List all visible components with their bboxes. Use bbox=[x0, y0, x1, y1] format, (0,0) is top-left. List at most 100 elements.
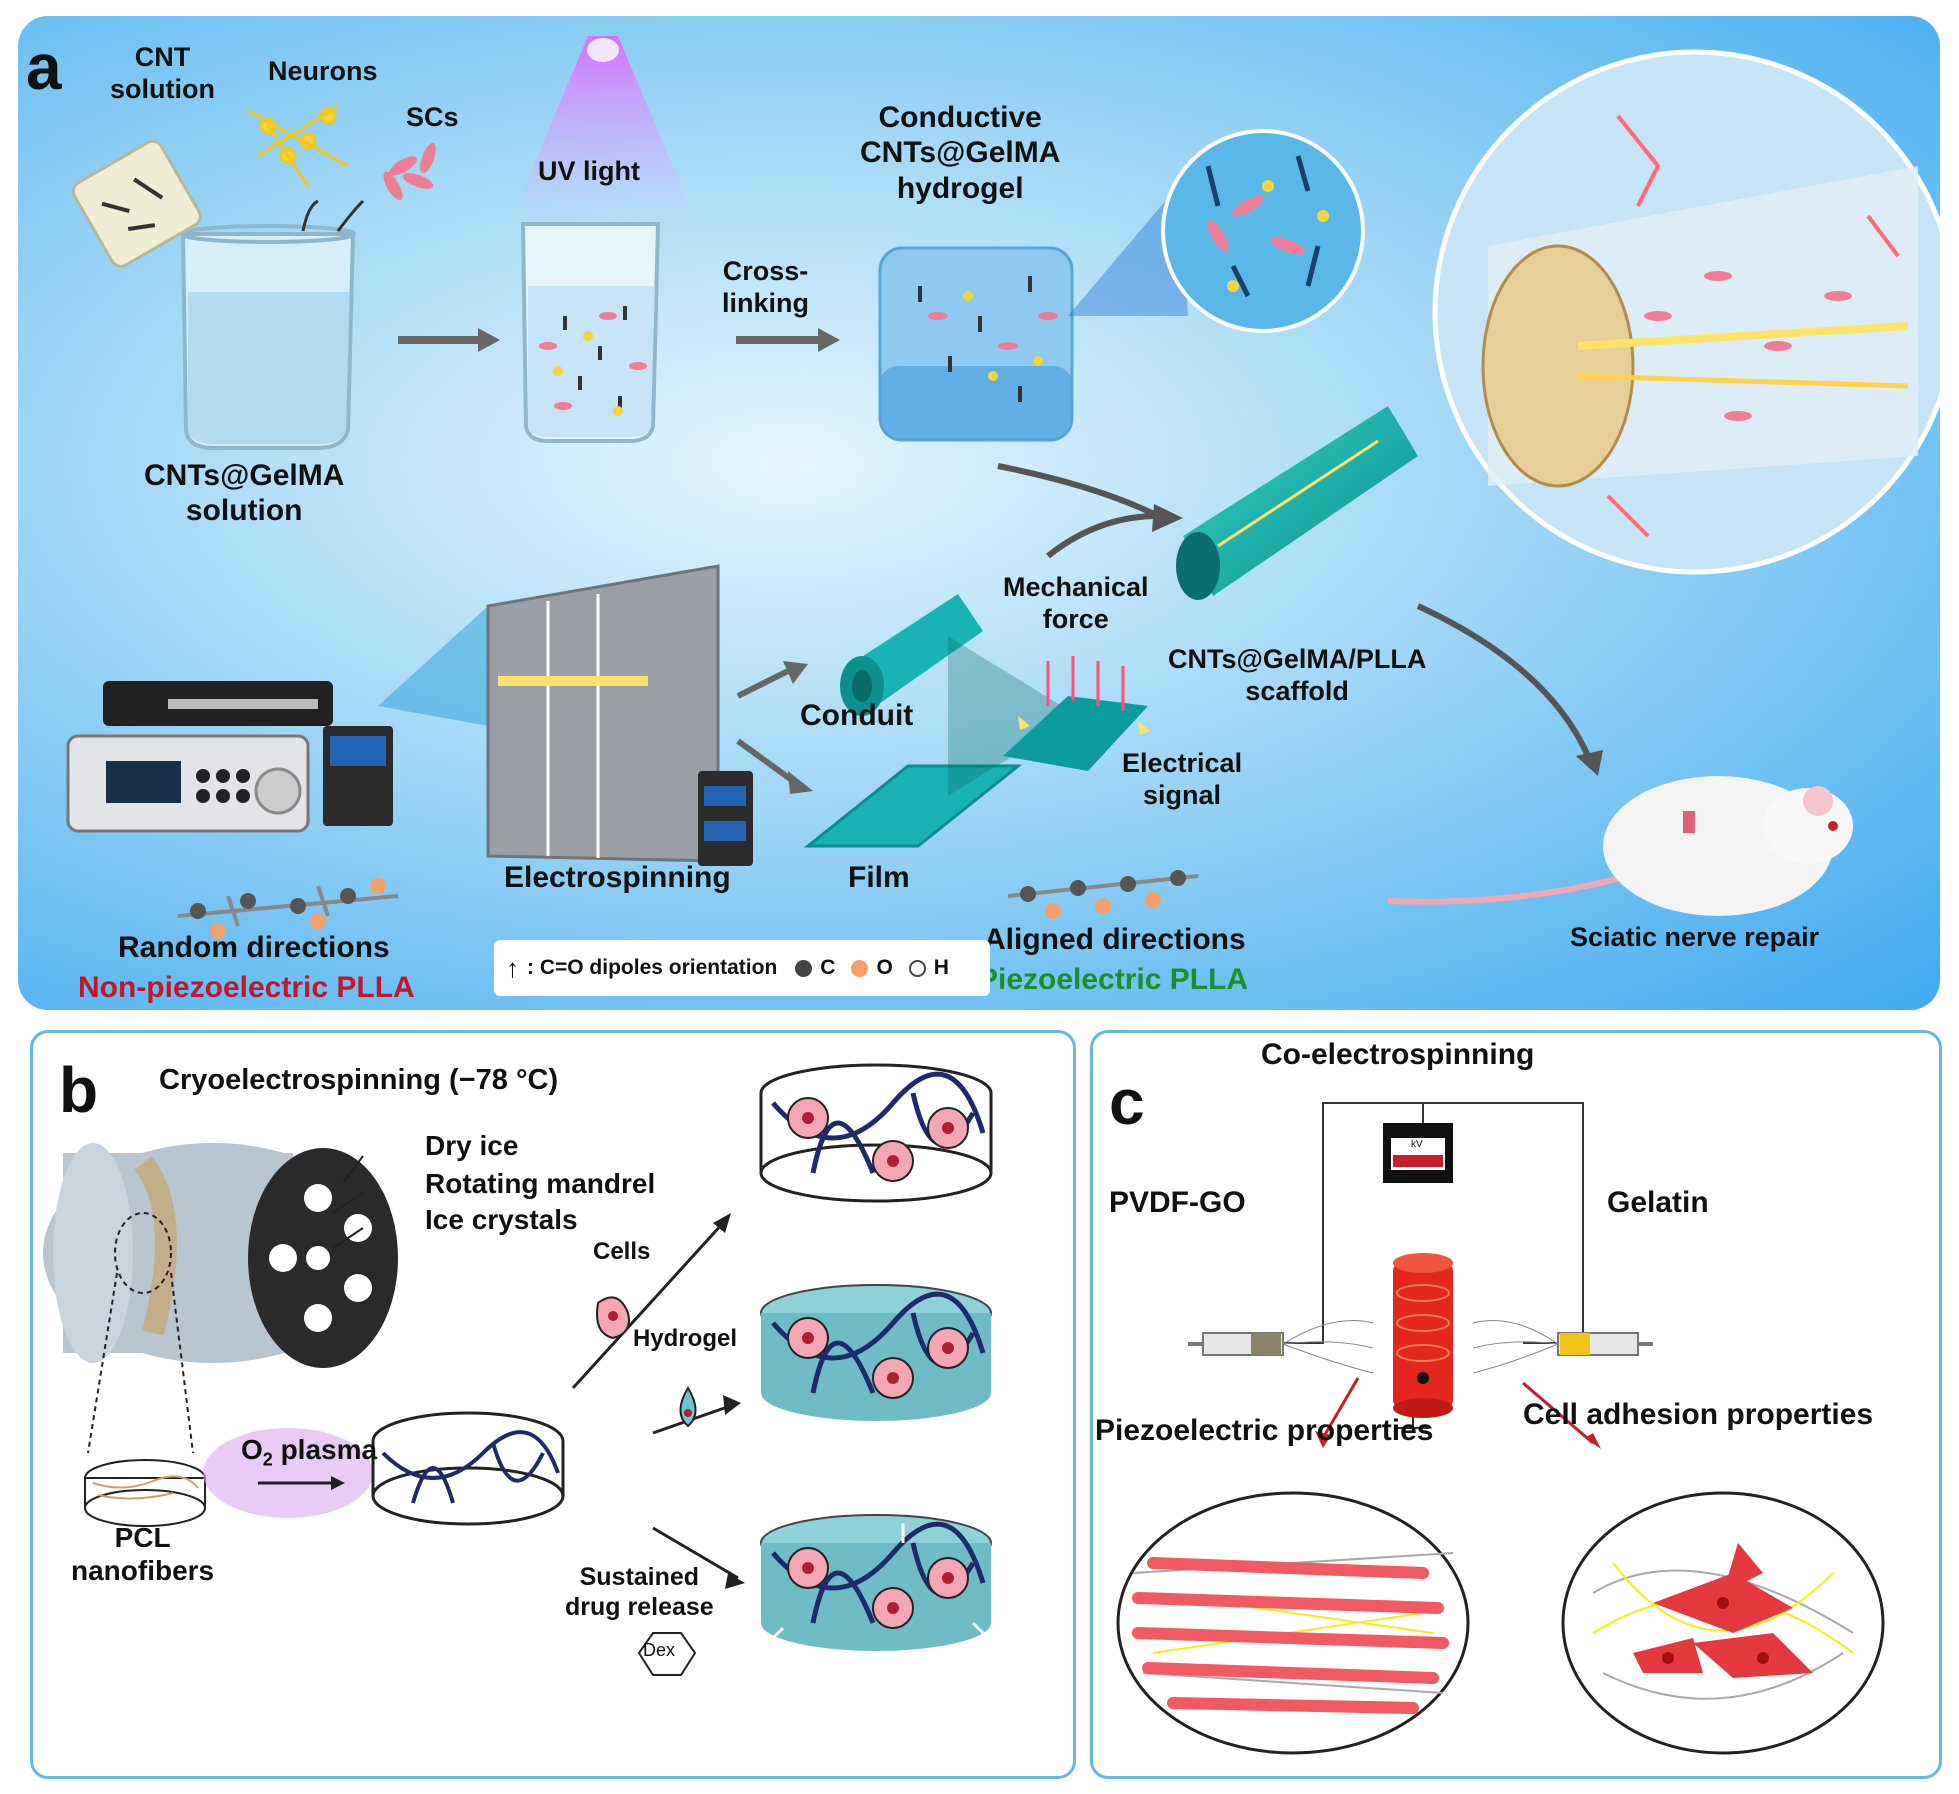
label-ice-crystals: Ice crystals bbox=[425, 1204, 578, 1235]
o2-plasma-sub: 2 bbox=[262, 1449, 273, 1470]
syringe-right bbox=[1557, 1332, 1653, 1356]
label-cell-adhesion: Cell adhesion properties bbox=[1523, 1398, 1874, 1431]
label-scs: SCs bbox=[406, 102, 459, 132]
molecule-random bbox=[177, 878, 399, 939]
label-sustained: Sustained drug release bbox=[565, 1563, 714, 1621]
label-sciatic: Sciatic nerve repair bbox=[1570, 922, 1820, 952]
label-co-electrospinning: Co-electrospinning bbox=[1261, 1038, 1535, 1071]
aligned-fiber-mat bbox=[1003, 656, 1150, 771]
label-o2-plasma: O2 plasma bbox=[241, 1433, 377, 1471]
label-dex: Dex bbox=[643, 1640, 676, 1660]
conduit-tube bbox=[840, 594, 983, 716]
dish-hydrogel bbox=[760, 1284, 992, 1421]
gelma-beaker bbox=[180, 224, 356, 450]
label-gelatin: Gelatin bbox=[1607, 1186, 1709, 1219]
label-pointer-lines bbox=[332, 1155, 364, 1249]
label-neurons: Neurons bbox=[268, 56, 378, 86]
arrows-products bbox=[736, 668, 795, 784]
power-supply-a1 bbox=[323, 726, 393, 826]
dex-hexagon-icon bbox=[637, 1632, 697, 1676]
syringe-left bbox=[1188, 1332, 1284, 1356]
oxygen-dot-icon bbox=[851, 959, 869, 977]
legend-h: H bbox=[933, 956, 949, 979]
film-sheet bbox=[803, 764, 1023, 848]
label-kv: kV bbox=[1411, 1139, 1423, 1150]
dipole-arrow-icon: ↑ bbox=[506, 952, 519, 983]
hydrogel-drop-icon bbox=[679, 1386, 697, 1428]
label-cryo-title: Cryoelectrospinning (−78 °C) bbox=[159, 1064, 559, 1096]
molecule-aligned bbox=[1007, 870, 1199, 919]
scaffold-conduit bbox=[1176, 406, 1418, 600]
label-cells: Cells bbox=[593, 1238, 651, 1265]
panel-a: a CNT solution Neurons SCs UV light Cros… bbox=[18, 16, 1940, 1010]
label-aligned-directions: Aligned directions bbox=[984, 923, 1246, 956]
panel-letter-b: b bbox=[59, 1054, 99, 1126]
panel-letter-c: c bbox=[1109, 1066, 1145, 1138]
dish-cells bbox=[759, 1063, 993, 1203]
branch-arrows bbox=[571, 1221, 739, 1580]
carbon-dot-icon bbox=[795, 959, 813, 977]
zoom-cone-2 bbox=[948, 636, 1078, 796]
cell-icon bbox=[596, 1296, 630, 1340]
hydrogel-zoom-circle bbox=[1161, 129, 1365, 333]
panel-b: b Cryoelectrospinning (−78 °C) Dry ice R… bbox=[30, 1030, 1076, 1779]
label-film: Film bbox=[848, 861, 910, 894]
label-pvdf-go: PVDF-GO bbox=[1109, 1186, 1246, 1219]
plasma-arrow bbox=[203, 1428, 373, 1518]
label-cross-linking: Cross- linking bbox=[722, 256, 809, 318]
neurons-cluster bbox=[247, 104, 349, 187]
voltmeter-icon bbox=[1383, 1123, 1453, 1183]
label-gelma-solution: CNTs@GelMA solution bbox=[144, 459, 345, 528]
label-pcl: PCL nanofibers bbox=[71, 1522, 215, 1587]
label-dry-ice: Dry ice bbox=[425, 1130, 519, 1161]
label-piezo-properties: Piezoelectric properties bbox=[1095, 1414, 1434, 1447]
red-arrows bbox=[1321, 1377, 1594, 1445]
cryo-mandrel bbox=[43, 1143, 398, 1454]
pcl-dish bbox=[84, 1459, 206, 1527]
scaffold-dish bbox=[371, 1411, 565, 1526]
arrow-merge bbox=[997, 463, 1160, 559]
label-electrical-signal: Electrical signal bbox=[1122, 748, 1243, 810]
hydrogel-cube bbox=[878, 246, 1074, 442]
legend-dipole-text: : C=O dipoles orientation bbox=[527, 956, 778, 979]
arrow-mix bbox=[398, 328, 500, 352]
panel-a-illustration bbox=[66, 36, 1940, 939]
collector-plate bbox=[486, 564, 720, 863]
label-conductive-hydrogel: Conductive CNTs@GelMA hydrogel bbox=[860, 101, 1061, 205]
label-piezo: Piezoelectric PLLA bbox=[978, 963, 1249, 996]
dipole-legend: ↑ : C=O dipoles orientation C O H bbox=[494, 940, 990, 996]
label-conduit: Conduit bbox=[800, 699, 914, 732]
label-scaffold: CNTs@GelMA/PLLA scaffold bbox=[1168, 644, 1427, 706]
nerve-zoom-circle bbox=[1432, 49, 1940, 575]
arrow-crosslinking bbox=[736, 328, 840, 352]
label-non-piezo: Non-piezoelectric PLLA bbox=[78, 971, 415, 1004]
panel-c: c Co-electrospinning PVDF-GO Gelatin kV … bbox=[1090, 1030, 1942, 1779]
uv-light-beam bbox=[508, 36, 698, 226]
label-electrospinning: Electrospinning bbox=[504, 861, 731, 894]
arrow-to-mouse bbox=[1416, 603, 1603, 776]
spray-cone bbox=[378, 606, 488, 726]
o2-plasma-o: O bbox=[241, 1434, 263, 1465]
uv-beaker bbox=[520, 222, 661, 443]
legend-o: O bbox=[876, 956, 893, 979]
fiber-spray bbox=[1282, 1320, 1559, 1374]
hydrogen-dot-icon bbox=[908, 959, 926, 977]
schwann-cells bbox=[383, 142, 436, 201]
panel-c-illustration bbox=[1116, 1102, 1885, 1755]
cnt-beaker bbox=[71, 139, 202, 268]
aligned-fiber-circle bbox=[1116, 1491, 1470, 1755]
label-uv-light: UV light bbox=[538, 156, 640, 186]
zoom-cone bbox=[1068, 186, 1188, 316]
power-supply-a2 bbox=[698, 771, 753, 866]
label-hydrogel: Hydrogel bbox=[633, 1325, 738, 1352]
adhesion-circle bbox=[1561, 1491, 1885, 1755]
syringe-pump bbox=[66, 681, 333, 833]
label-random-directions: Random directions bbox=[118, 931, 390, 964]
label-rotating-mandrel: Rotating mandrel bbox=[425, 1168, 656, 1199]
panel-letter-a: a bbox=[26, 31, 62, 103]
label-mechanical-force: Mechanical force bbox=[1003, 572, 1149, 634]
panel-b-illustration bbox=[43, 1063, 993, 1676]
mouse bbox=[1387, 776, 1853, 916]
dish-drug-release bbox=[760, 1514, 992, 1651]
collector-drum bbox=[1393, 1253, 1453, 1418]
